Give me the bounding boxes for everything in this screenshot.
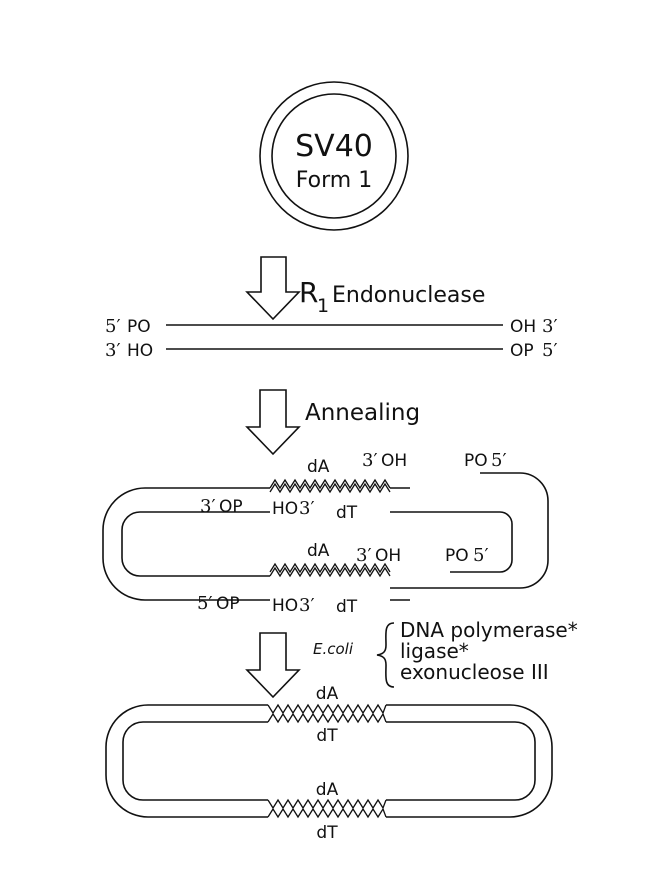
lower-ho-group: HO bbox=[272, 596, 298, 616]
final-upper-dT: dT bbox=[316, 726, 338, 746]
linear-dna: 5′ PO OH 3′ 3′ HO OP 5′ bbox=[105, 316, 558, 361]
final-circle: dA dT dA dT bbox=[105, 684, 553, 843]
final-right-outer bbox=[386, 704, 553, 818]
lower-dT-zigzag bbox=[269, 566, 391, 578]
bottom-right-group: OP bbox=[510, 341, 534, 361]
enzyme-2: ligase* bbox=[400, 639, 469, 663]
circle-subtitle: Form 1 bbox=[296, 168, 372, 193]
enzyme-label-rest: Endonuclease bbox=[325, 283, 485, 308]
top-right-prime: 3′ bbox=[542, 316, 558, 337]
lower-5op-group: OP bbox=[216, 594, 240, 614]
upper-ho-group: HO bbox=[272, 499, 298, 519]
enzyme-brace bbox=[376, 622, 395, 688]
bottom-right-prime: 5′ bbox=[542, 340, 558, 361]
final-lower-dA: dA bbox=[316, 780, 339, 800]
final-left-inner bbox=[122, 721, 268, 801]
final-lower-zig-a bbox=[267, 798, 387, 810]
bottom-left-prime: 3′ bbox=[105, 340, 121, 361]
final-right-inner bbox=[386, 721, 536, 801]
final-lower-zig-b bbox=[267, 807, 387, 819]
right-inner-strand bbox=[390, 511, 513, 573]
lower-po-prime: 5′ bbox=[473, 545, 489, 566]
final-left-outer bbox=[105, 704, 268, 818]
left-outer-strand bbox=[102, 487, 270, 601]
top-right-group: OH bbox=[510, 317, 536, 337]
down-arrow-1 bbox=[245, 256, 301, 321]
annealed-circle: dA 3′ OH PO 5′ 3′ OP HO 3′ dT dA 3′ OH P… bbox=[102, 450, 549, 617]
upper-po-group: PO bbox=[464, 451, 488, 471]
enzyme-label-main: R bbox=[299, 276, 318, 309]
circle-outer-strand bbox=[259, 81, 409, 231]
bottom-left-group: HO bbox=[127, 341, 153, 361]
lower-3oh-prime: 3′ bbox=[356, 545, 372, 566]
upper-3oh-prime: 3′ bbox=[362, 450, 378, 471]
upper-dA-zigzag bbox=[269, 478, 391, 490]
upper-po-prime: 5′ bbox=[491, 450, 507, 471]
final-upper-zig-b bbox=[267, 712, 387, 724]
circle-inner-strand bbox=[271, 93, 397, 219]
final-upper-zig-a bbox=[267, 703, 387, 715]
upper-dT-label: dT bbox=[336, 503, 358, 523]
lower-dT-label: dT bbox=[336, 597, 358, 617]
upper-3oh-group: OH bbox=[381, 451, 407, 471]
circle-title: SV40 bbox=[295, 129, 373, 164]
upper-3op-group: OP bbox=[219, 497, 243, 517]
lower-5op-prime: 5′ bbox=[197, 593, 213, 614]
down-arrow-2 bbox=[245, 389, 301, 456]
final-lower-dT: dT bbox=[316, 823, 338, 843]
final-upper-dA: dA bbox=[316, 684, 339, 704]
down-arrow-3 bbox=[245, 632, 301, 699]
lower-dA-zigzag bbox=[269, 562, 391, 574]
lower-3oh-group: OH bbox=[375, 546, 401, 566]
upper-3op-prime: 3′ bbox=[200, 496, 216, 517]
left-inner-strand bbox=[121, 511, 270, 577]
enzyme-1: DNA polymerase* bbox=[400, 618, 578, 642]
sv40-circle: SV40 Form 1 bbox=[259, 81, 409, 231]
enzyme-3: exonucleose III bbox=[400, 660, 549, 684]
lower-po-group: PO bbox=[445, 546, 469, 566]
enzyme-label-subscript: 1 bbox=[317, 295, 329, 317]
upper-ho-prime: 3′ bbox=[299, 498, 315, 519]
lower-ho-prime: 3′ bbox=[299, 595, 315, 616]
lower-dA-label: dA bbox=[307, 541, 330, 561]
annealing-label: Annealing bbox=[305, 400, 420, 426]
upper-dT-zigzag bbox=[269, 482, 391, 494]
upper-dA-label: dA bbox=[307, 457, 330, 477]
right-outer-strand bbox=[390, 472, 549, 589]
top-left-group: PO bbox=[127, 317, 151, 337]
ecoli-label: E.coli bbox=[313, 640, 354, 658]
top-left-prime: 5′ bbox=[105, 316, 121, 337]
